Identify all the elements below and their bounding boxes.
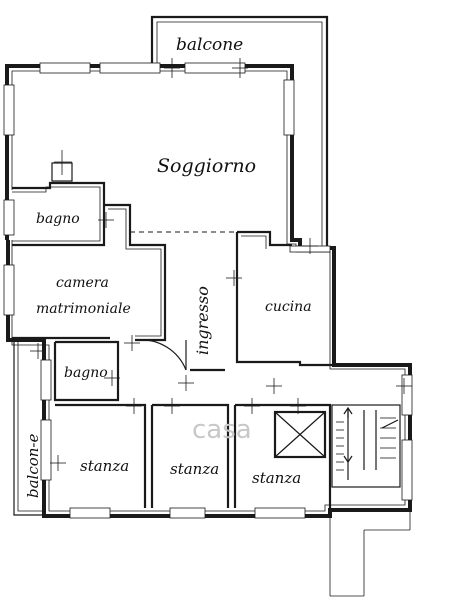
label-bagno-2: bagno [64, 365, 108, 381]
balcony-top-outline [150, 15, 329, 248]
watermark: casa [192, 415, 252, 445]
label-camera-line2: matrimoniale [36, 301, 131, 317]
staircase [331, 404, 401, 488]
interior-walls [12, 162, 334, 508]
label-bagno-1: bagno [36, 211, 80, 227]
elevator [273, 410, 327, 459]
exterior-stubs [329, 510, 411, 597]
balcony-left-outline [13, 338, 44, 516]
label-soggiorno: Soggiorno [157, 155, 256, 177]
label-stanza-3: stanza [252, 469, 301, 487]
label-stanza-2: stanza [170, 460, 219, 478]
label-balcone-side: balcon-e [24, 433, 42, 498]
door-swing [137, 339, 187, 371]
electrical-marks [30, 58, 412, 471]
label-cucina: cucina [265, 299, 312, 315]
label-camera-line1: camera [56, 275, 109, 291]
label-ingresso: ingresso [193, 286, 212, 355]
label-balcone-top: balcone [176, 35, 243, 55]
label-stanza-1: stanza [80, 457, 129, 475]
